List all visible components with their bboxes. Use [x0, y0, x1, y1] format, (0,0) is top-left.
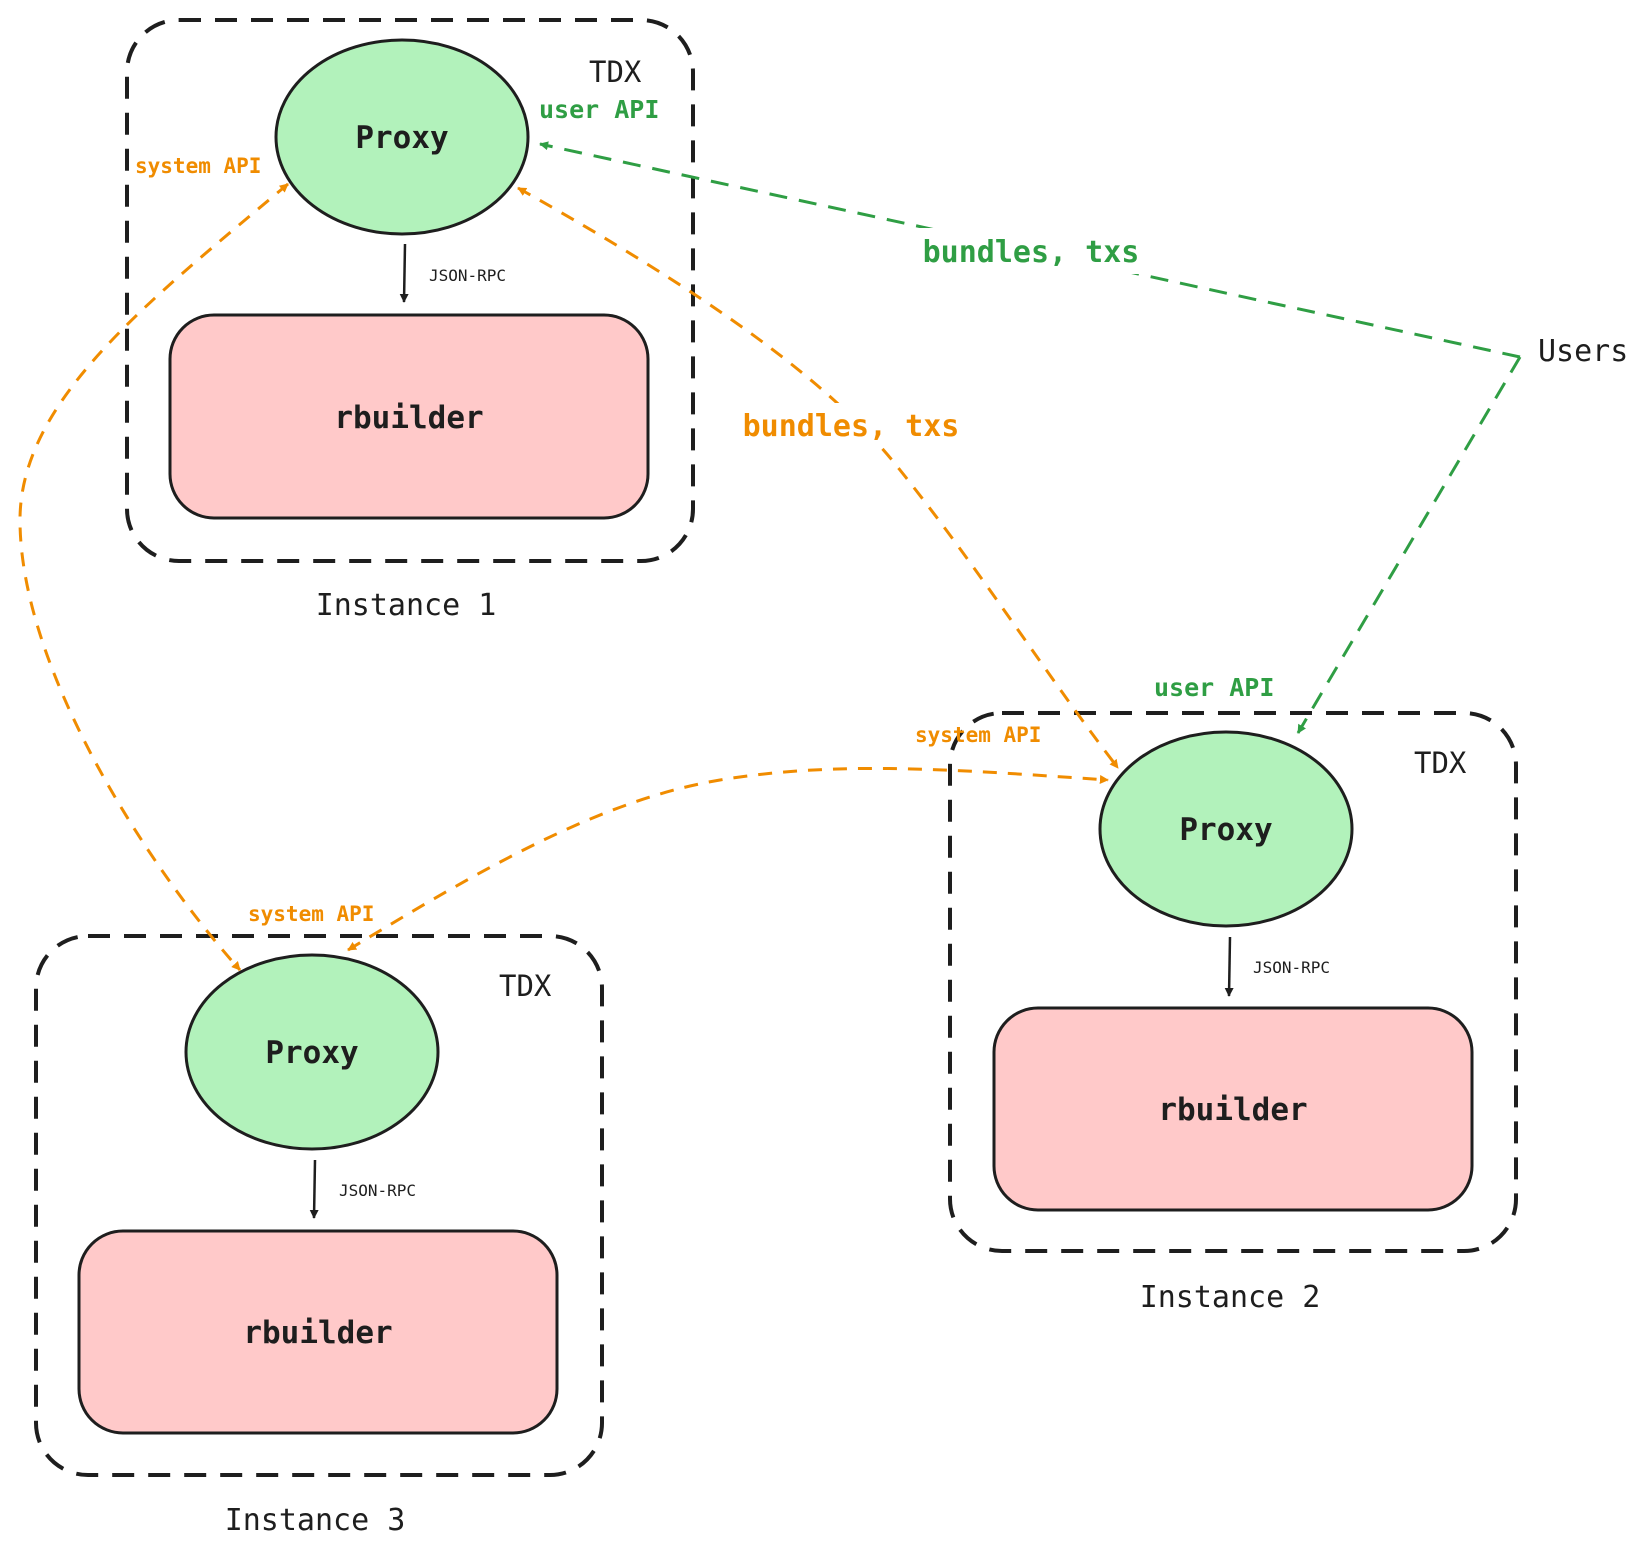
system-api-label-instance-1: system API [135, 154, 261, 178]
users-label: Users [1538, 334, 1628, 369]
instance-1: TDX Proxy JSON-RPC rbuilder Instance 1 u… [125, 18, 695, 623]
instance-2: TDX Proxy JSON-RPC rbuilder Instance 2 u… [915, 673, 1518, 1315]
tdx-enclave-instance-3 [34, 934, 604, 1477]
tdx-label-instance-1: TDX [589, 55, 642, 89]
proxy-flow-label-bg [737, 403, 965, 447]
tdx-enclave-instance-2 [948, 711, 1518, 1253]
users-to-proxy-2-edge [1296, 356, 1522, 734]
instance-name-3: Instance 3 [225, 1503, 406, 1538]
tdx-label-instance-3: TDX [499, 969, 552, 1003]
instance-name-1: Instance 1 [316, 588, 497, 623]
jsonrpc-arrow-instance-3 [309, 1159, 319, 1219]
users-flow-label: bundles, txs [923, 235, 1140, 270]
proxy-label-instance-1: Proxy [355, 120, 448, 156]
rbuilder-label-instance-3: rbuilder [243, 1315, 392, 1351]
proxy-node-instance-3[interactable] [184, 953, 440, 1151]
jsonrpc-label-instance-1: JSON-RPC [429, 266, 506, 285]
proxy-1-to-proxy-3-edge [18, 182, 289, 972]
jsonrpc-arrow-instance-2 [1224, 936, 1234, 997]
user-api-label-instance-2: user API [1154, 673, 1274, 702]
jsonrpc-arrow-instance-1 [399, 243, 409, 303]
proxy-1-to-proxy-2-edge [517, 186, 1120, 769]
proxy-label-instance-3: Proxy [265, 1035, 358, 1071]
proxy-node-instance-1[interactable] [274, 38, 530, 236]
user-api-label-instance-1: user API [539, 95, 659, 124]
rbuilder-node-instance-2[interactable] [992, 1006, 1474, 1212]
proxy-3-to-proxy-2-edge [347, 766, 1109, 952]
rbuilder-label-instance-1: rbuilder [334, 400, 483, 436]
system-api-label-instance-3: system API [248, 902, 374, 926]
rbuilder-node-instance-3[interactable] [77, 1229, 559, 1435]
jsonrpc-label-instance-2: JSON-RPC [1253, 958, 1330, 977]
rbuilder-label-instance-2: rbuilder [1158, 1092, 1307, 1128]
users-to-proxy-1-edge [539, 141, 1521, 359]
jsonrpc-label-instance-3: JSON-RPC [339, 1181, 416, 1200]
tdx-label-instance-2: TDX [1414, 746, 1467, 780]
instance-3: TDX Proxy JSON-RPC rbuilder Instance 3 s… [34, 902, 604, 1538]
proxy-label-instance-2: Proxy [1179, 812, 1272, 848]
instance-name-2: Instance 2 [1140, 1280, 1321, 1315]
proxy-flow-label: bundles, txs [743, 409, 960, 444]
system-api-label-instance-2: system API [915, 723, 1041, 747]
